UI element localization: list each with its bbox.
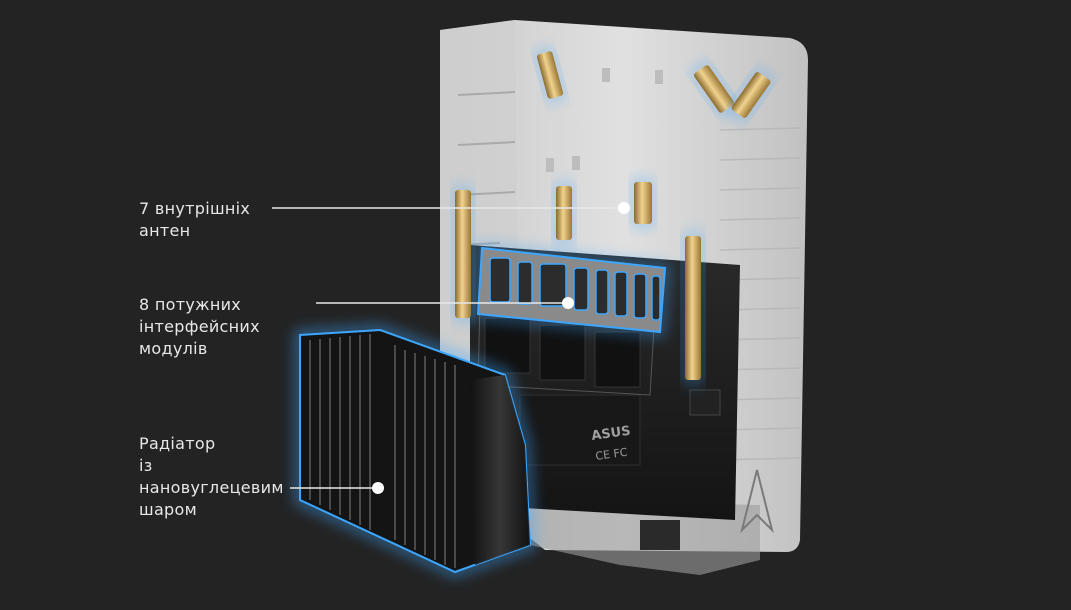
callout-heatsink-line-1: Радіатор: [139, 434, 216, 453]
antenna-4: [452, 187, 474, 321]
callout-heatsink-line-3: нановуглецевим: [139, 478, 284, 497]
callout-antennas-line-2: антен: [139, 221, 191, 240]
antennas: [452, 48, 774, 383]
interface-modules-frame: [472, 242, 671, 338]
callout-heatsink-line-2: із: [139, 456, 153, 475]
board-marks-text: CE FC: [595, 446, 629, 463]
antenna-7: [682, 233, 704, 383]
antenna-2: [691, 62, 737, 116]
antenna-5: [553, 183, 575, 243]
callout-antennas-line-1: 7 внутрішніх: [139, 199, 251, 218]
callout-heatsink: Радіатор із нановуглецевим шаром: [139, 433, 284, 521]
antenna-3: [728, 69, 774, 121]
heatsink: [295, 324, 536, 578]
callout-antennas: 7 внутрішніх антен: [139, 198, 250, 242]
callout-leaders: [272, 202, 630, 494]
antenna-1: [533, 48, 567, 102]
callout-heatsink-line-4: шаром: [139, 500, 197, 519]
board-brand-text: ASUS: [590, 424, 631, 444]
callout-modules: 8 потужних інтерфейсних модулів: [139, 294, 260, 360]
antenna-6: [631, 179, 655, 227]
callout-modules-line-1: 8 потужних: [139, 295, 242, 314]
callout-modules-line-2: інтерфейсних: [139, 317, 260, 336]
asus-triangle-logo-icon: [740, 469, 774, 534]
callout-modules-line-3: модулів: [139, 339, 208, 358]
